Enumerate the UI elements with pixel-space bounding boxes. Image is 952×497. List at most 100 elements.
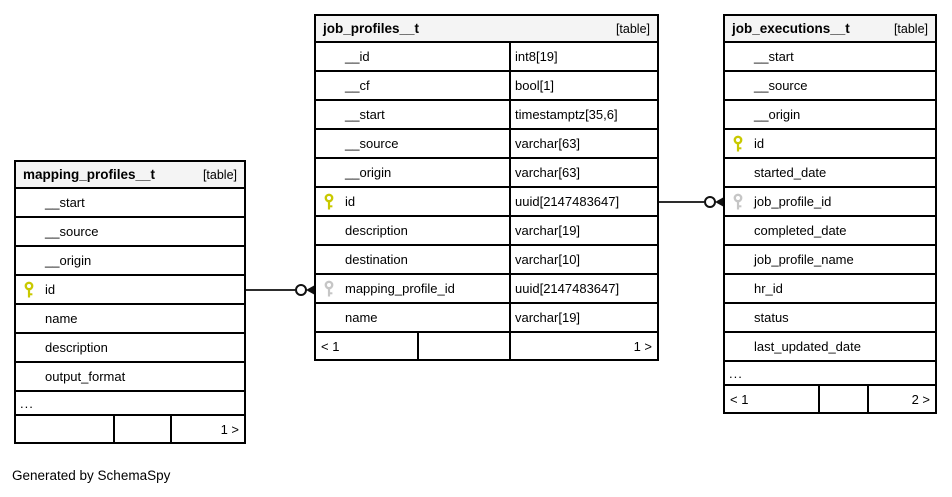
primary-key-icon: [323, 193, 345, 211]
column-name: description: [45, 340, 108, 355]
pager-left: [16, 416, 115, 442]
column-name: job_profile_name: [754, 252, 854, 267]
column-type: varchar[19]: [515, 310, 581, 325]
column-row: hr_id: [725, 275, 935, 304]
relationship-line-mapping-to-jobprofiles: [246, 284, 315, 296]
table-node-job-profiles-t[interactable]: job_profiles__t [table] __id int8[19] __…: [314, 14, 659, 361]
column-name: destination: [345, 252, 408, 267]
pager-middle: [820, 386, 869, 412]
table-name: mapping_profiles__t: [23, 167, 156, 182]
relationship-pager: < 1 2 >: [725, 386, 935, 412]
column-type: timestamptz[35,6]: [515, 107, 618, 122]
truncated-columns-ellipsis: ...: [725, 362, 935, 386]
column-type: varchar[63]: [515, 136, 581, 151]
column-row: __origin varchar[63]: [316, 159, 657, 188]
column-row: __source: [725, 72, 935, 101]
column-row: job_profile_id: [725, 188, 935, 217]
column-row: status: [725, 304, 935, 333]
column-name: started_date: [754, 165, 827, 180]
column-name: __origin: [754, 107, 801, 122]
column-type: int8[19]: [515, 49, 558, 64]
column-row: output_format: [16, 363, 244, 392]
column-row: id uuid[2147483647]: [316, 188, 657, 217]
table-name: job_executions__t: [732, 21, 850, 36]
column-name: __origin: [345, 165, 392, 180]
column-name: __source: [45, 224, 99, 239]
column-type: bool[1]: [515, 78, 555, 93]
table-node-mapping-profiles-t[interactable]: mapping_profiles__t [table] __start __so…: [14, 160, 246, 444]
column-type: uuid[2147483647]: [515, 194, 620, 209]
column-name: __source: [754, 78, 808, 93]
column-name: __cf: [345, 78, 370, 93]
column-name: __origin: [45, 253, 92, 268]
column-type: uuid[2147483647]: [515, 281, 620, 296]
table-badge: [table]: [202, 167, 237, 182]
column-row: description: [16, 334, 244, 363]
zero-or-one-circle-glyph: [704, 196, 716, 208]
column-row: __cf bool[1]: [316, 72, 657, 101]
relationship-pager: < 1 1 >: [316, 333, 657, 359]
table-header[interactable]: job_executions__t [table]: [725, 16, 935, 43]
table-header[interactable]: job_profiles__t [table]: [316, 16, 657, 43]
table-badge: [table]: [893, 21, 928, 36]
column-name: __id: [345, 49, 370, 64]
column-row: __start timestamptz[35,6]: [316, 101, 657, 130]
column-row: completed_date: [725, 217, 935, 246]
foreign-key-icon: [732, 193, 754, 211]
column-row: mapping_profile_id uuid[2147483647]: [316, 275, 657, 304]
pager-middle: [115, 416, 172, 442]
zero-or-one-circle-glyph: [295, 284, 307, 296]
column-name: __start: [345, 107, 385, 122]
pager-right: 1 >: [633, 338, 652, 354]
column-type: varchar[10]: [515, 252, 581, 267]
pager-right: 1 >: [220, 421, 239, 437]
column-row: destination varchar[10]: [316, 246, 657, 275]
column-name: name: [345, 310, 378, 325]
column-row: job_profile_name: [725, 246, 935, 275]
column-name: id: [345, 194, 356, 209]
column-row: id: [725, 130, 935, 159]
column-row: __id int8[19]: [316, 43, 657, 72]
column-name: last_updated_date: [754, 339, 861, 354]
column-name: __start: [45, 195, 85, 210]
column-name: status: [754, 310, 789, 325]
primary-key-icon: [23, 281, 45, 299]
pager-left: < 1: [316, 333, 419, 359]
pager-middle: [419, 333, 511, 359]
column-row: last_updated_date: [725, 333, 935, 362]
table-name: job_profiles__t: [323, 21, 420, 36]
column-name: name: [45, 311, 78, 326]
column-name: mapping_profile_id: [345, 281, 455, 296]
table-badge: [table]: [615, 21, 650, 36]
generated-by-note: Generated by SchemaSpy: [12, 468, 171, 483]
column-row: name varchar[19]: [316, 304, 657, 333]
column-row: started_date: [725, 159, 935, 188]
truncated-columns-ellipsis: ...: [16, 392, 244, 416]
column-name: hr_id: [754, 281, 783, 296]
column-row: __start: [16, 189, 244, 218]
relationship-pager: 1 >: [16, 416, 244, 442]
column-type: varchar[63]: [515, 165, 581, 180]
column-row: __source varchar[63]: [316, 130, 657, 159]
primary-key-icon: [732, 135, 754, 153]
column-name: job_profile_id: [754, 194, 832, 209]
relationship-line-jobprofiles-to-jobexecutions: [659, 196, 724, 208]
table-node-job-executions-t[interactable]: job_executions__t [table] __start __sour…: [723, 14, 937, 414]
column-name: completed_date: [754, 223, 847, 238]
foreign-key-icon: [323, 280, 345, 298]
column-type: varchar[19]: [515, 223, 581, 238]
column-name: id: [754, 136, 765, 151]
column-name: __source: [345, 136, 399, 151]
column-row: name: [16, 305, 244, 334]
pager-left: < 1: [725, 386, 820, 412]
column-row: description varchar[19]: [316, 217, 657, 246]
column-row: id: [16, 276, 244, 305]
table-header[interactable]: mapping_profiles__t [table]: [16, 162, 244, 189]
column-name: id: [45, 282, 56, 297]
column-name: output_format: [45, 369, 126, 384]
column-row: __origin: [725, 101, 935, 130]
pager-right: 2 >: [911, 391, 930, 407]
column-row: __source: [16, 218, 244, 247]
column-name: __start: [754, 49, 794, 64]
